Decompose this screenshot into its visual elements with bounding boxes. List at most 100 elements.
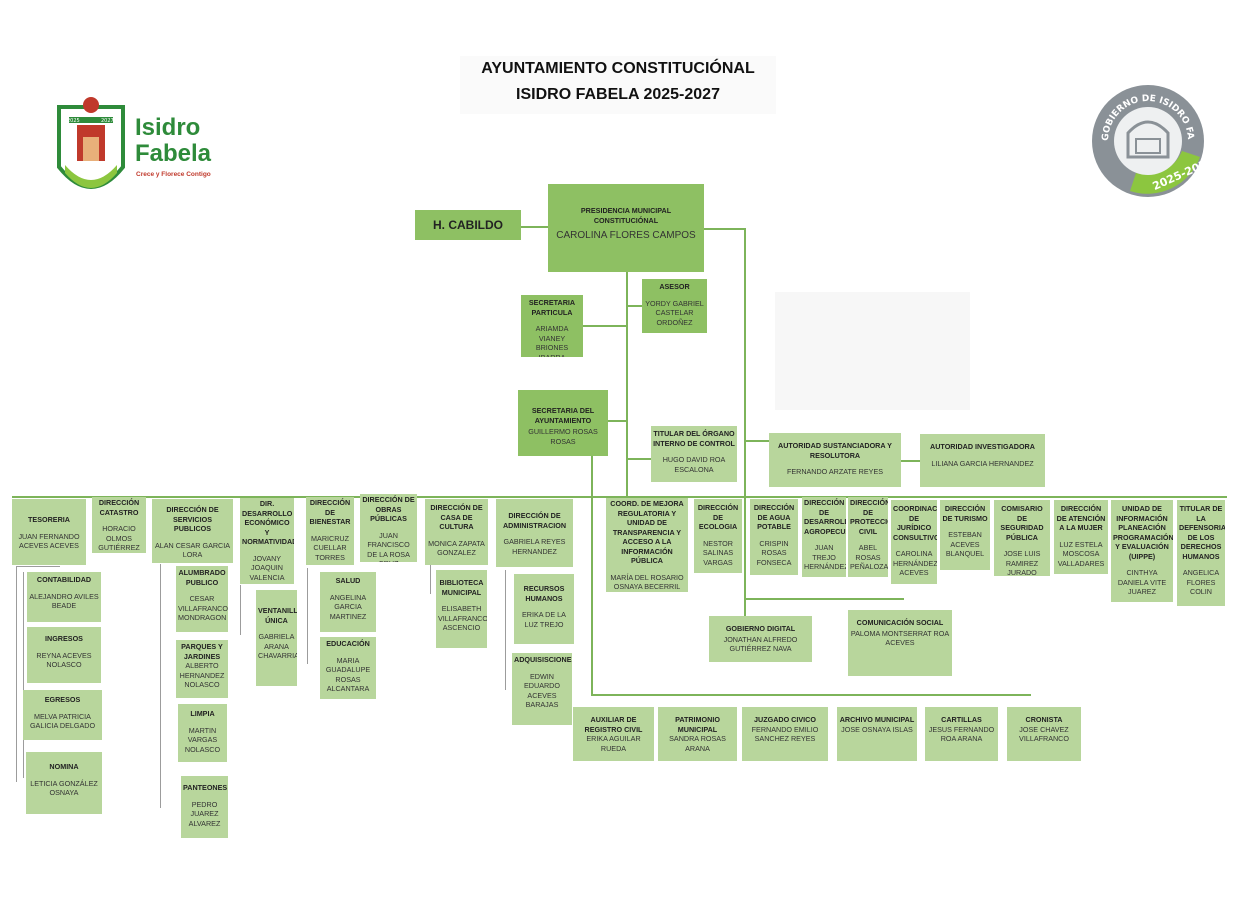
svg-text:2025: 2025 bbox=[67, 118, 80, 124]
unit-proteccion-civil: DIRECCIÓN DE PROTECCIÓN CIVIL ABEL ROSAS… bbox=[848, 497, 888, 577]
ventanilla-unica-box: VENTANILLA ÚNICA GABRIELA ARANA CHAVARRI… bbox=[256, 590, 297, 686]
tesoreria-sub-contabilidad: CONTABILIDAD ALEJANDRO AVILES BEADE bbox=[27, 572, 101, 622]
sub-title: JUZGADO CIVICO bbox=[754, 715, 816, 724]
organo-control-title: TITULAR DEL ÓRGANO INTERNO DE CONTROL bbox=[653, 429, 735, 448]
sub-title: EDUCACIÓN bbox=[326, 639, 370, 648]
tesoreria-sub-ingresos: INGRESOS REYNA ACEVES NOLASCO bbox=[27, 627, 101, 683]
unit-name: JOVANY JOAQUIN VALENCIA bbox=[249, 553, 285, 582]
sub-title: GOBIERNO DIGITAL bbox=[725, 624, 796, 633]
sub-name: ALEJANDRO AVILES BEADE bbox=[29, 591, 99, 611]
autoridad-sustanciadora-box: AUTORIDAD SUSTANCIADORA Y RESOLUTORA FER… bbox=[769, 433, 901, 487]
unit-name: JOSE LUIS RAMIREZ JURADO bbox=[1003, 549, 1041, 576]
unit-title: COMISARIO DE SEGURIDAD PÚBLICA bbox=[1000, 504, 1044, 542]
connector-sustanciadora bbox=[744, 440, 770, 442]
unit-servicios-publicos: DIRECCIÓN DE SERVICIOS PUBLICOS ALAN CES… bbox=[152, 499, 233, 563]
servicios-sub-alumbrado: ALUMBRADO PUBLICO CESAR VILLAFRANCO MOND… bbox=[176, 566, 228, 632]
connector-asesor bbox=[626, 305, 642, 307]
isidro-fabela-logo: 2025 2027 Isidro Fabela Crece y Florece … bbox=[55, 95, 220, 207]
sub-name: SANDRA ROSAS ARANA bbox=[669, 734, 726, 753]
unit-tesoreria: TESORERIA JUAN FERNANDO ACEVES ACEVES bbox=[12, 499, 86, 565]
logo-emblem-icon: 2025 2027 bbox=[57, 97, 125, 189]
gobierno-digital-box: GOBIERNO DIGITAL JONATHAN ALFREDO GUTIÉR… bbox=[709, 616, 812, 662]
secretaria-particular-name: ARIAMDA VIANEY BRIONES IBARRA bbox=[535, 324, 569, 357]
sub-title: EGRESOS bbox=[44, 695, 81, 704]
autoridad-investigadora-box: AUTORIDAD INVESTIGADORA LILIANA GARCIA H… bbox=[920, 434, 1045, 487]
logo-word-2: Fabela bbox=[135, 140, 212, 167]
unit-seguridad-publica: COMISARIO DE SEGURIDAD PÚBLICA JOSE LUIS… bbox=[994, 500, 1050, 576]
unit-title: UNIDAD DE INFORMACIÓN PLANEACIÓN PROGRAM… bbox=[1113, 504, 1173, 561]
connector-main-trunk bbox=[626, 270, 628, 498]
unit-name: MONICA ZAPATA GONZALEZ bbox=[428, 538, 485, 558]
unit-name: MARICRUZ CUELLAR TORRES bbox=[311, 533, 349, 562]
sub-title: AUXILIAR DE REGISTRO CIVIL bbox=[584, 715, 643, 734]
unit-title: DIRECCIÓN DE DESARROLLO AGROPECUARIO bbox=[804, 498, 846, 536]
title-line-1: AYUNTAMIENTO CONSTITUCIÓNAL bbox=[481, 60, 755, 77]
sub-name: GABRIELA ARANA CHAVARRIA bbox=[258, 632, 297, 660]
unit-desarrollo-agropecuario: DIRECCIÓN DE DESARROLLO AGROPECUARIO JUA… bbox=[802, 497, 846, 577]
bottom-archivo: ARCHIVO MUNICIPAL JOSE OSNAYA ISLAS bbox=[837, 707, 917, 761]
comunicacion-social-box: COMUNICACIÓN SOCIAL PALOMA MONTSERRAT RO… bbox=[848, 610, 952, 676]
organo-control-name: HUGO DAVID ROA ESCALONA bbox=[662, 455, 726, 474]
unit-title: DIRECCIÓN DE ADMINISTRACION bbox=[502, 511, 567, 530]
sub-name: JOSE OSNAYA ISLAS bbox=[841, 724, 913, 734]
bottom-juzgado-civico: JUZGADO CIVICO FERNANDO EMILIO SANCHEZ R… bbox=[742, 707, 828, 761]
organo-control-box: TITULAR DEL ÓRGANO INTERNO DE CONTROL HU… bbox=[651, 426, 737, 482]
unit-title: DIRECCIÓN DE BIENESTAR bbox=[309, 498, 351, 526]
biblioteca-box: BIBLIOTECA MUNICIPAL ELISABETH VILLAFRAN… bbox=[436, 570, 487, 648]
unit-title: DIRECCIÓN DE AGUA POTABLE bbox=[753, 503, 795, 531]
unit-name: LUZ ESTELA MOSCOSA VALLADARES bbox=[1057, 539, 1105, 568]
sub-title: RECURSOS HUMANOS bbox=[523, 584, 565, 603]
connector-bottom-bar bbox=[591, 694, 1031, 696]
connector-administracion bbox=[505, 570, 506, 690]
unit-administracion: DIRECCIÓN DE ADMINISTRACION GABRIELA REY… bbox=[496, 499, 573, 567]
unit-name: CAROLINA HERNÁNDEZ ACEVES bbox=[893, 549, 937, 577]
connector-investigadora bbox=[900, 460, 922, 462]
unit-title: DIR. DESARROLLO ECONÓMICO Y NORMATIVIDAD bbox=[242, 499, 294, 546]
sub-title: ALUMBRADO PUBLICO bbox=[178, 568, 226, 587]
sub-name: ELISABETH VILLAFRANCO ASCENCIO bbox=[438, 604, 487, 632]
unit-name: ANGELICA FLORES COLIN bbox=[1182, 568, 1220, 596]
connector-presidencia-right bbox=[703, 228, 745, 230]
unit-obras-publicas: DIRECCIÓN DE OBRAS PÚBLICAS JUAN FRANCIS… bbox=[360, 494, 417, 562]
sub-title: COMUNICACIÓN SOCIAL bbox=[856, 618, 944, 627]
secretaria-ayuntamiento-name: GUILLERMO ROSAS ROSAS bbox=[528, 427, 598, 446]
bottom-cartillas: CARTILLAS JESUS FERNANDO ROA ARANA bbox=[925, 707, 998, 761]
administracion-sub-rh: RECURSOS HUMANOS ERIKA DE LA LUZ TREJO bbox=[514, 574, 574, 644]
unit-title: DIRECCIÓN DE ECOLOGIA bbox=[697, 503, 739, 531]
unit-name: ABEL ROSAS PEÑALOZA bbox=[850, 543, 888, 571]
gobierno-seal-icon: GOBIERNO DE ISIDRO FABELA 2025-2027 bbox=[1090, 83, 1206, 197]
secretaria-ayuntamiento-title: SECRETARIA DEL AYUNTAMIENTO bbox=[531, 406, 595, 425]
autoridad-investigadora-title: AUTORIDAD INVESTIGADORA bbox=[930, 442, 1035, 451]
blank-area bbox=[775, 292, 970, 410]
document-title: AYUNTAMIENTO CONSTITUCIÓNAL ISIDRO FABEL… bbox=[460, 56, 776, 114]
sub-name: REYNA ACEVES NOLASCO bbox=[36, 650, 92, 670]
unit-name: JUAN FRANCISCO DE LA ROSA CRUZ bbox=[367, 530, 410, 563]
connector-servicios-trunk bbox=[160, 564, 161, 808]
asesor-box: ASESOR YORDY GABRIEL CASTELAR ORDOÑEZ bbox=[642, 279, 707, 333]
unit-name: ESTEBAN ACEVES BLANQUEL bbox=[945, 530, 985, 558]
sub-name: MELVA PATRICIA GALICIA DELGADO bbox=[29, 711, 96, 731]
sub-title: CARTILLAS bbox=[941, 715, 982, 724]
title-line-2: ISIDRO FABELA 2025-2027 bbox=[516, 86, 720, 103]
unit-title: DIRECCIÓN DE ATENCIÓN A LA MUJER bbox=[1056, 504, 1106, 532]
sub-name: PALOMA MONTSERRAT ROA ACEVES bbox=[850, 628, 950, 648]
unit-name: JUAN FERNANDO ACEVES ACEVES bbox=[18, 531, 80, 551]
sub-title: LIMPIA bbox=[190, 709, 215, 718]
secretaria-particular-box: SECRETARIA PARTICULA ARIAMDA VIANEY BRIO… bbox=[521, 295, 583, 357]
unit-bienestar: DIRECCIÓN DE BIENESTAR MARICRUZ CUELLAR … bbox=[306, 497, 354, 565]
bottom-cronista: CRONISTA JOSE CHAVEZ VILLAFRANCO bbox=[1007, 707, 1081, 761]
unit-name: ALAN CESAR GARCIA LORA bbox=[154, 540, 231, 560]
sub-name: ANGELINA GARCIA MARTINEZ bbox=[329, 592, 367, 621]
sub-name: CESAR VILLAFRANCO MONDRAGON bbox=[178, 594, 228, 622]
connector-secretaria-ayuntamiento bbox=[607, 420, 626, 422]
sub-title: ARCHIVO MUNICIPAL bbox=[839, 715, 915, 724]
sub-title: PANTEONES bbox=[183, 783, 228, 792]
unit-title: DIRECCIÓN CATASTRO bbox=[98, 498, 140, 517]
logo-slogan: Crece y Florece Contigo bbox=[136, 171, 211, 178]
sub-title: NOMINA bbox=[49, 762, 79, 771]
sub-name: EDWIN EDUARDO ACEVES BARAJAS bbox=[524, 671, 560, 710]
presidencia-title: PRESIDENCIA MUNICIPAL CONSTITUCIÓNAL bbox=[580, 206, 672, 225]
unit-mejora-regulatoria: COORD. DE MEJORA REGULATORIA Y UNIDAD DE… bbox=[606, 498, 688, 592]
sub-name: MARIA GUADALUPE ROSAS ALCANTARA bbox=[325, 655, 371, 694]
unit-name: NESTOR SALINAS VARGAS bbox=[702, 538, 734, 567]
